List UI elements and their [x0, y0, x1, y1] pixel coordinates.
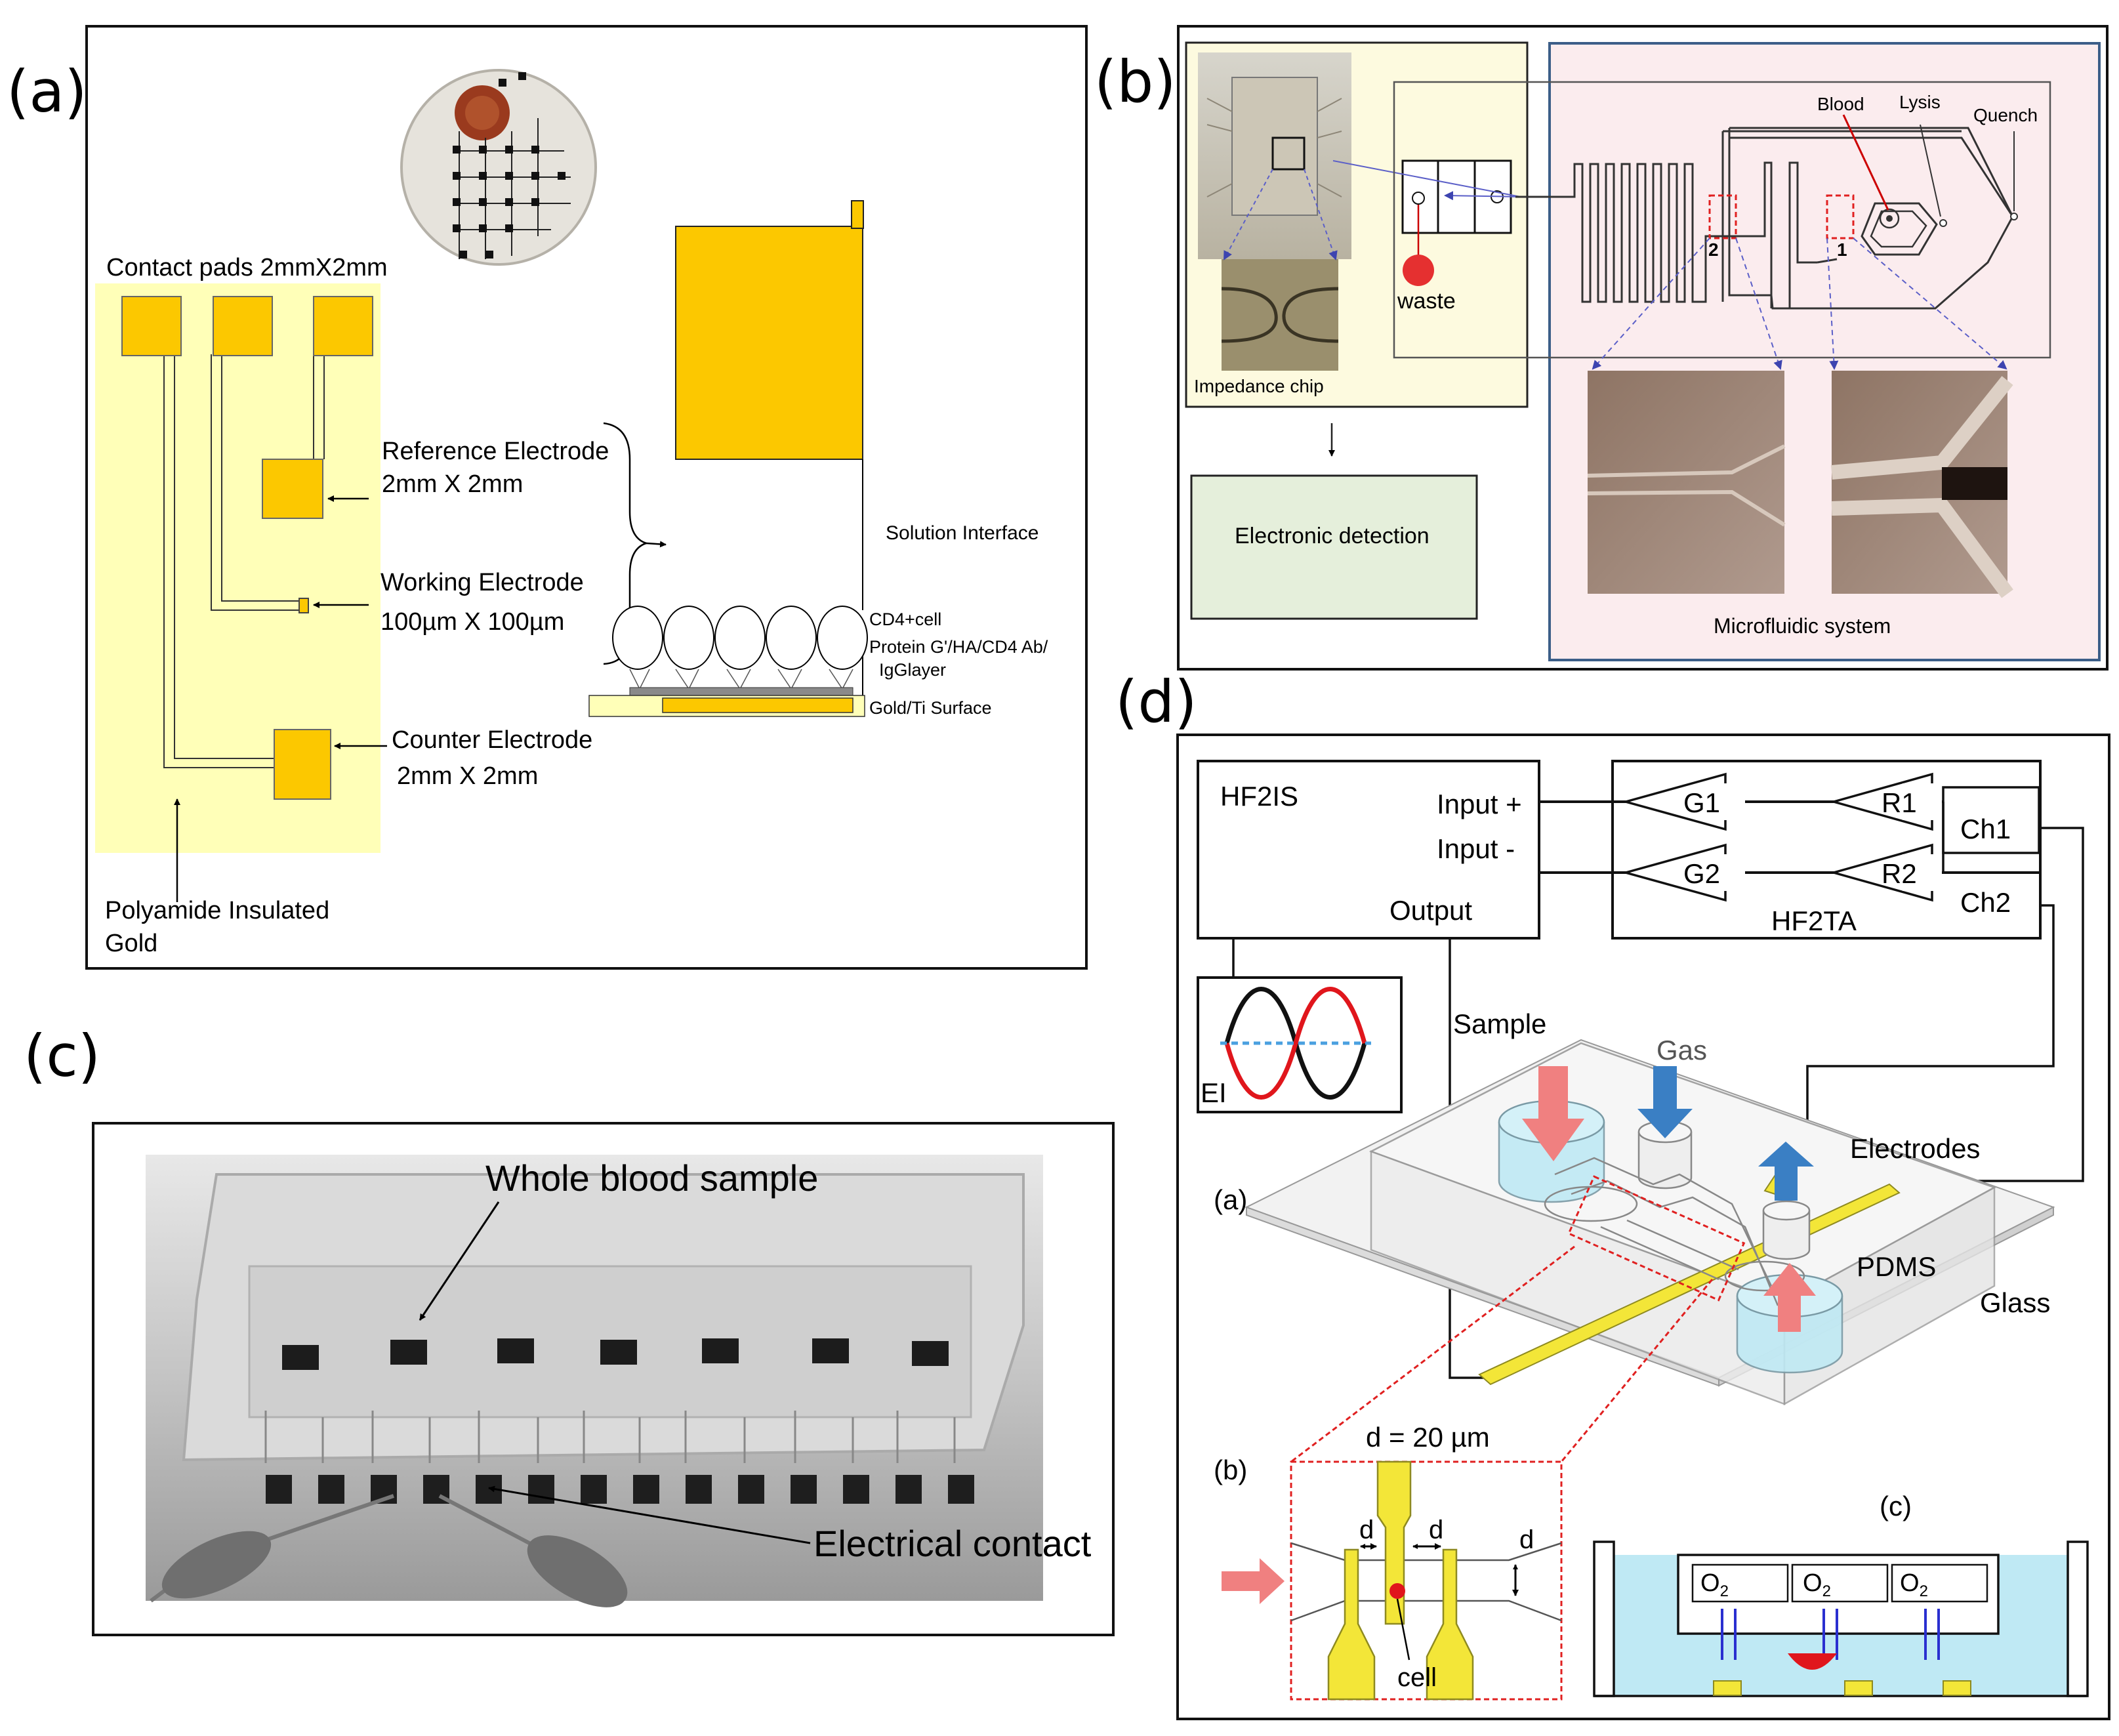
channel-network — [1544, 1157, 1805, 1306]
reference-electrode — [262, 459, 323, 519]
outlet-arrow — [1763, 1263, 1816, 1332]
working-electrode — [298, 598, 309, 613]
pdms-label: PDMS — [1857, 1251, 1936, 1282]
electrical-contact-label: Electrical contact — [813, 1523, 1092, 1564]
panel-c: (c) — [24, 1022, 1115, 1636]
sample-wells — [264, 1338, 956, 1463]
waste-reservoir — [1403, 255, 1434, 286]
electronic-detection-box — [1190, 474, 1478, 620]
solution-interface-label: Solution Interface — [886, 522, 1039, 544]
ei-label: EI — [1201, 1077, 1227, 1108]
ch2-label: Ch2 — [1960, 887, 2011, 918]
d-right-label: d — [1519, 1525, 1534, 1554]
impedance-chip-label: Impedance chip — [1194, 376, 1324, 396]
g1-label: G1 — [1683, 787, 1720, 818]
r2-label: R2 — [1882, 858, 1917, 889]
zone-1-label: 1 — [1837, 239, 1847, 260]
panel-b-letter: (b) — [1094, 48, 1176, 115]
whole-blood-label: Whole blood sample — [485, 1157, 818, 1199]
gas-arrow — [1637, 1066, 1693, 1138]
gas-out-arrow — [1758, 1142, 1814, 1201]
working-electrode-label: Working Electrode — [381, 569, 584, 596]
protein-label-line1: Protein G'/HA/CD4 Ab/ — [869, 637, 1048, 657]
oxygen-cross-section — [1593, 1540, 2089, 1697]
gas-outlet-port — [1762, 1200, 1811, 1260]
zone-marker-1 — [1826, 194, 1855, 239]
gap-label: d = 20 µm — [1366, 1422, 1490, 1453]
output-label: Output — [1389, 895, 1472, 926]
cell-label: cell — [1397, 1663, 1437, 1692]
microfluidic-system-label: Microfluidic system — [1714, 614, 1891, 638]
cell-label: CD4+cell — [869, 610, 941, 629]
sample-arrow — [1522, 1066, 1584, 1161]
surface-label: Gold/Ti Surface — [869, 698, 992, 718]
electrode-traces — [163, 354, 325, 768]
sample-label: Sample — [1453, 1008, 1546, 1039]
panel-a: (a) Con — [7, 25, 1088, 970]
glass-label: Glass — [1980, 1287, 2050, 1318]
wafer-photo — [400, 69, 597, 266]
cell-dot — [1389, 1583, 1405, 1599]
chip-outline — [1393, 81, 2051, 359]
sub-c-label: (c) — [1880, 1491, 1912, 1521]
counter-electrode — [274, 729, 331, 800]
zoom-region — [1567, 1175, 1746, 1302]
counter-electrode-label: Counter Electrode — [392, 726, 592, 754]
ei-wave-red — [1224, 987, 1367, 1100]
panel-c-letter: (c) — [24, 1022, 100, 1090]
d-mid-label: d — [1429, 1516, 1443, 1544]
hf2is-box — [1197, 760, 1540, 940]
panel-b: (b) Impedance chip waste — [1094, 25, 2109, 671]
probes — [150, 1494, 628, 1607]
hf2ta-label: HF2TA — [1771, 905, 1857, 936]
gas-label: Gas — [1656, 1035, 1707, 1065]
working-electrode-size: 100µm X 100µm — [381, 608, 564, 636]
contact-pads-label: Contact pads 2mmX2mm — [106, 254, 388, 281]
electrodes-label: Electrodes — [1850, 1133, 1980, 1164]
input-minus-label: Input - — [1437, 833, 1515, 864]
micro-electrodes — [1327, 1460, 1474, 1701]
inlet-arrow — [1222, 1558, 1285, 1604]
micrograph-2 — [1588, 371, 1784, 594]
impedance-chip-zoom — [1222, 259, 1338, 371]
protein-label-line2: IgGlayer — [879, 660, 946, 680]
panel-d: (d) HF2IS Input + Input - Output G1 G2 R… — [1115, 668, 2110, 1720]
electronic-detection-label: Electronic detection — [1235, 524, 1430, 548]
blood-label: Blood — [1817, 94, 1864, 114]
zone-2-label: 2 — [1708, 239, 1719, 260]
lysis-hexagon — [1861, 202, 1938, 256]
panel-d-letter: (d) — [1115, 668, 1197, 735]
g2-label: G2 — [1683, 858, 1720, 889]
counter-electrode-size: 2mm X 2mm — [397, 762, 538, 790]
sub-a-label: (a) — [1214, 1184, 1247, 1215]
sub-b-label: (b) — [1214, 1455, 1247, 1485]
o2-label-2: O2 — [1803, 1569, 1831, 1600]
r1-label: R1 — [1882, 787, 1917, 818]
insulation-label-line1: Polyamide Insulated — [105, 897, 329, 924]
d-left-label: d — [1359, 1516, 1374, 1544]
serpentine-channel — [1515, 163, 1724, 303]
magnified-electrode — [588, 200, 868, 717]
reference-electrode-label: Reference Electrode — [382, 438, 609, 465]
zone-marker-2 — [1708, 194, 1737, 239]
reference-electrode-size: 2mm X 2mm — [382, 470, 523, 498]
insulation-label-line2: Gold — [105, 930, 157, 957]
panel-a-letter: (a) — [7, 58, 87, 125]
contact-pads — [121, 296, 373, 356]
hf2is-label: HF2IS — [1220, 781, 1298, 812]
ch1-label: Ch1 — [1960, 814, 2011, 844]
o2-label-3: O2 — [1900, 1569, 1928, 1600]
input-plus-label: Input + — [1437, 789, 1522, 819]
waste-label: waste — [1397, 289, 1456, 314]
quench-label: Quench — [1973, 105, 2038, 125]
lysis-label: Lysis — [1899, 92, 1941, 112]
o2-label-1: O2 — [1700, 1569, 1729, 1600]
